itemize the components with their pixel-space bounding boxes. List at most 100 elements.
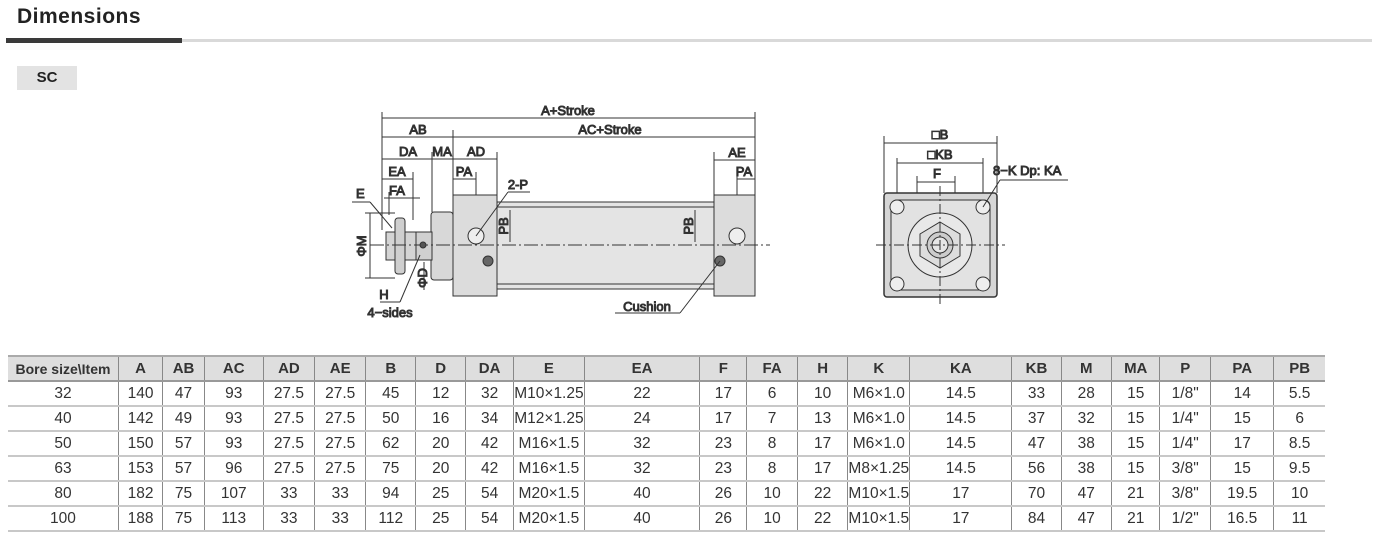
table-cell: M10×1.5 <box>847 506 910 532</box>
table-cell: 150 <box>117 431 163 457</box>
table-cell: 26 <box>699 506 747 532</box>
label-fa: FA <box>389 183 405 198</box>
table-cell: 47 <box>1011 431 1062 457</box>
table-cell: 47 <box>1060 481 1112 507</box>
table-cell: 27.5 <box>262 431 315 457</box>
table-cell: 113 <box>203 506 264 532</box>
table-cell: 94 <box>365 481 416 507</box>
table-cell: 15 <box>1209 456 1274 482</box>
table-cell: 38 <box>1060 431 1112 457</box>
column-header: K <box>847 355 910 382</box>
column-header: AC <box>203 355 264 382</box>
table-cell: 93 <box>203 381 264 407</box>
label-kb: □KB <box>927 147 952 162</box>
table-cell: 33 <box>314 506 366 532</box>
table-cell: 10 <box>746 506 798 532</box>
table-cell: M12×1.25 <box>513 406 585 432</box>
section-title: Dimensions <box>17 5 142 28</box>
table-cell: M20×1.5 <box>513 481 585 507</box>
label-pa-left: PA <box>456 164 473 179</box>
column-header: F <box>699 355 747 382</box>
table-cell: 40 <box>583 481 700 507</box>
table-cell: 1/2" <box>1159 506 1211 532</box>
table-cell: 84 <box>1011 506 1062 532</box>
table-cell: 10 <box>1273 481 1325 507</box>
table-cell: 15 <box>1111 381 1160 407</box>
table-cell: 182 <box>117 481 163 507</box>
table-cell: 27.5 <box>262 406 315 432</box>
table-cell: 40 <box>583 506 700 532</box>
table-cell: 15 <box>1209 406 1274 432</box>
label-ae: AE <box>728 145 746 160</box>
table-cell: 34 <box>465 406 514 432</box>
column-header: MA <box>1111 355 1160 382</box>
column-header: FA <box>746 355 798 382</box>
label-da: DA <box>399 144 417 159</box>
table-cell: 32 <box>465 381 514 407</box>
table-cell: 188 <box>117 506 163 532</box>
label-ab: AB <box>409 122 426 137</box>
column-header: B <box>365 355 416 382</box>
table-cell: 12 <box>415 381 466 407</box>
table-cell: 57 <box>162 431 205 457</box>
column-header: Bore size\Item <box>8 355 119 382</box>
side-view: A+Stroke AC+Stroke AB DA MA AD AE EA PA … <box>352 103 770 321</box>
table-cell: 23 <box>699 431 747 457</box>
title-underline <box>6 38 182 43</box>
table-cell: 37 <box>1011 406 1062 432</box>
column-header: AD <box>262 355 315 382</box>
table-cell: 23 <box>699 456 747 482</box>
table-cell: 27.5 <box>314 406 366 432</box>
table-cell: 16.5 <box>1209 506 1274 532</box>
label-h: H <box>379 287 388 302</box>
label-phi-d: ΦD <box>415 268 430 288</box>
table-cell: 11 <box>1273 506 1325 532</box>
column-header: EA <box>583 355 700 382</box>
table-cell: 47 <box>1060 506 1112 532</box>
table-cell: 27.5 <box>262 456 315 482</box>
table-cell: 6 <box>1273 406 1325 432</box>
table-cell: 153 <box>117 456 163 482</box>
table-cell: 93 <box>203 406 264 432</box>
column-header: AE <box>314 355 366 382</box>
end-view: □B □KB F 8−K Dp: KA <box>876 127 1068 304</box>
table-cell: 80 <box>8 481 119 507</box>
table-cell: 21 <box>1111 506 1160 532</box>
table-cell: M10×1.5 <box>847 481 910 507</box>
table-cell: 27.5 <box>262 381 315 407</box>
table-cell: M6×1.0 <box>847 381 910 407</box>
column-header: PA <box>1209 355 1274 382</box>
table-cell: 1/8" <box>1159 381 1211 407</box>
table-cell: 26 <box>699 481 747 507</box>
model-tag: SC <box>17 66 77 90</box>
table-cell: 24 <box>583 406 700 432</box>
column-header: P <box>1159 355 1211 382</box>
table-cell: 50 <box>8 431 119 457</box>
table-cell: 96 <box>203 456 264 482</box>
label-b: □B <box>932 127 949 142</box>
table-cell: 17 <box>699 381 747 407</box>
table-cell: M20×1.5 <box>513 506 585 532</box>
table-cell: 3/8" <box>1159 456 1211 482</box>
table-cell: 21 <box>1111 481 1160 507</box>
column-header: A <box>117 355 163 382</box>
table-cell: 33 <box>262 481 315 507</box>
table-cell: 17 <box>796 456 848 482</box>
table-cell: 17 <box>909 506 1012 532</box>
label-2-p: 2-P <box>508 177 528 192</box>
table-cell: M8×1.25 <box>847 456 910 482</box>
table-cell: 54 <box>465 481 514 507</box>
table-cell: 32 <box>583 431 700 457</box>
table-cell: 14.5 <box>909 431 1012 457</box>
label-pa-right: PA <box>736 164 753 179</box>
label-4-sides: 4−sides <box>367 305 413 320</box>
table-cell: 33 <box>262 506 315 532</box>
column-header: AB <box>162 355 205 382</box>
table-cell: 25 <box>415 506 466 532</box>
